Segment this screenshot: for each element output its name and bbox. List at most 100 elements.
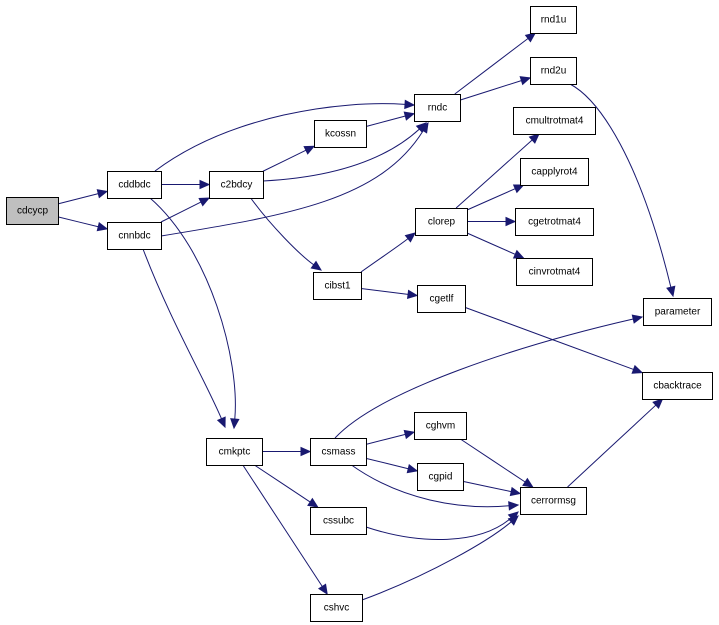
edge-cibst1-to-cgetlf xyxy=(360,288,419,300)
node-c2bdcy[interactable]: c2bdcy xyxy=(209,171,264,199)
edge-cmkptc-to-csmass xyxy=(262,446,312,457)
node-label: cdcycp xyxy=(17,206,49,217)
edge-cddbdc-to-c2bdcy xyxy=(161,179,211,190)
node-label: clorep xyxy=(428,217,456,228)
node-box xyxy=(516,258,593,286)
node-cbacktrace[interactable]: cbacktrace xyxy=(642,372,713,400)
node-box xyxy=(520,487,587,515)
node-csmass[interactable]: csmass xyxy=(310,438,367,466)
node-label: cinvrotmat4 xyxy=(529,267,581,278)
edge-rndc-to-rnd1u xyxy=(454,32,537,95)
node-kcossn[interactable]: kcossn xyxy=(314,120,367,148)
node-box xyxy=(414,94,461,122)
node-box xyxy=(310,507,367,535)
node-capplyrot4[interactable]: capplyrot4 xyxy=(520,158,589,186)
edge-cerrormsg-to-cbacktrace xyxy=(567,398,664,488)
node-cmultrotmat4[interactable]: cmultrotmat4 xyxy=(513,107,596,135)
node-rndc[interactable]: rndc xyxy=(414,94,461,122)
node-cibst1[interactable]: cibst1 xyxy=(313,272,362,300)
edge-cgetlf-to-cbacktrace xyxy=(464,306,644,374)
node-cssubc[interactable]: cssubc xyxy=(310,507,367,535)
node-parameter[interactable]: parameter xyxy=(643,298,712,326)
edge-cnnbdc-to-rndc xyxy=(160,121,429,237)
edge-cnnbdc-to-c2bdcy xyxy=(160,197,211,223)
edge-csmass-to-cgpid xyxy=(365,457,419,474)
node-box xyxy=(417,285,466,313)
node-box xyxy=(530,6,577,34)
node-rnd1u[interactable]: rnd1u xyxy=(530,6,577,34)
edge-csmass-to-cghvm xyxy=(365,429,416,445)
node-label: parameter xyxy=(655,307,701,318)
node-box xyxy=(107,171,162,199)
edge-kcossn-to-rndc xyxy=(365,111,416,128)
node-box xyxy=(530,57,577,85)
node-label: cghvm xyxy=(426,421,455,432)
node-label: csmass xyxy=(322,447,356,458)
node-box xyxy=(643,298,712,326)
node-box xyxy=(6,197,59,225)
node-box xyxy=(642,372,713,400)
edge-csmass-to-cerrormsg xyxy=(349,463,520,511)
edge-clorep-to-cinvrotmat4 xyxy=(466,232,525,259)
node-cghvm[interactable]: cghvm xyxy=(414,412,467,440)
edge-cddbdc-to-rndc xyxy=(154,99,416,172)
node-box xyxy=(206,438,263,466)
node-label: cgpid xyxy=(429,472,453,483)
node-box xyxy=(515,208,594,236)
edge-c2bdcy-to-kcossn xyxy=(262,145,316,172)
edge-cshvc-to-cerrormsg xyxy=(361,515,519,601)
node-box xyxy=(417,463,464,491)
edge-csmass-to-parameter xyxy=(334,314,644,439)
node-box xyxy=(513,107,596,135)
node-cdcycp[interactable]: cdcycp xyxy=(6,197,59,225)
edge-layer xyxy=(57,32,676,601)
node-box xyxy=(310,438,367,466)
node-label: cmultrotmat4 xyxy=(526,116,584,127)
edge-rndc-to-rnd2u xyxy=(459,76,532,101)
node-cgpid[interactable]: cgpid xyxy=(417,463,464,491)
node-cgetlf[interactable]: cgetlf xyxy=(417,285,466,313)
node-label: cshvc xyxy=(324,603,350,614)
node-label: cerrormsg xyxy=(531,496,576,507)
node-label: capplyrot4 xyxy=(531,167,578,178)
edge-cddbdc-to-cmkptc xyxy=(149,197,240,430)
node-rnd2u[interactable]: rnd2u xyxy=(530,57,577,85)
node-label: cibst1 xyxy=(324,281,351,292)
edge-cssubc-to-cerrormsg xyxy=(365,511,519,541)
node-label: rndc xyxy=(428,103,447,114)
node-clorep[interactable]: clorep xyxy=(415,208,468,236)
edge-c2bdcy-to-rndc xyxy=(262,122,427,182)
node-box xyxy=(414,412,467,440)
node-layer: cdcycp cddbdc cnnbdc c2bdcy kcossn rndc rnd1u r… xyxy=(6,6,713,622)
node-label: rnd1u xyxy=(541,15,567,26)
edge-cmkptc-to-cssubc xyxy=(254,464,319,508)
node-box xyxy=(313,272,362,300)
node-label: cgetrotmat4 xyxy=(528,217,581,228)
node-box xyxy=(415,208,468,236)
node-box xyxy=(209,171,264,199)
edge-clorep-to-capplyrot4 xyxy=(466,184,525,211)
node-box xyxy=(520,158,589,186)
node-label: kcossn xyxy=(325,129,356,140)
node-cnnbdc[interactable]: cnnbdc xyxy=(107,222,162,250)
edge-clorep-to-cmultrotmat4 xyxy=(455,133,540,209)
node-cerrormsg[interactable]: cerrormsg xyxy=(520,487,587,515)
node-label: cddbdc xyxy=(118,180,150,191)
edge-cdcycp-to-cnnbdc xyxy=(57,216,109,232)
edge-c2bdcy-to-cibst1 xyxy=(249,196,323,271)
node-box xyxy=(314,120,367,148)
node-label: cmkptc xyxy=(219,447,251,458)
node-cddbdc[interactable]: cddbdc xyxy=(107,171,162,199)
edge-cmkptc-to-cshvc xyxy=(242,464,328,596)
node-cshvc[interactable]: cshvc xyxy=(310,594,363,622)
edge-cghvm-to-cerrormsg xyxy=(460,438,534,488)
node-box xyxy=(107,222,162,250)
node-label: cbacktrace xyxy=(653,381,702,392)
node-cgetrotmat4[interactable]: cgetrotmat4 xyxy=(515,208,594,236)
node-cmkptc[interactable]: cmkptc xyxy=(206,438,263,466)
node-cinvrotmat4[interactable]: cinvrotmat4 xyxy=(516,258,593,286)
edge-cdcycp-to-cddbdc xyxy=(57,189,109,205)
edge-cnnbdc-to-cmkptc xyxy=(142,248,226,429)
edge-clorep-to-cgetrotmat4 xyxy=(467,216,517,227)
